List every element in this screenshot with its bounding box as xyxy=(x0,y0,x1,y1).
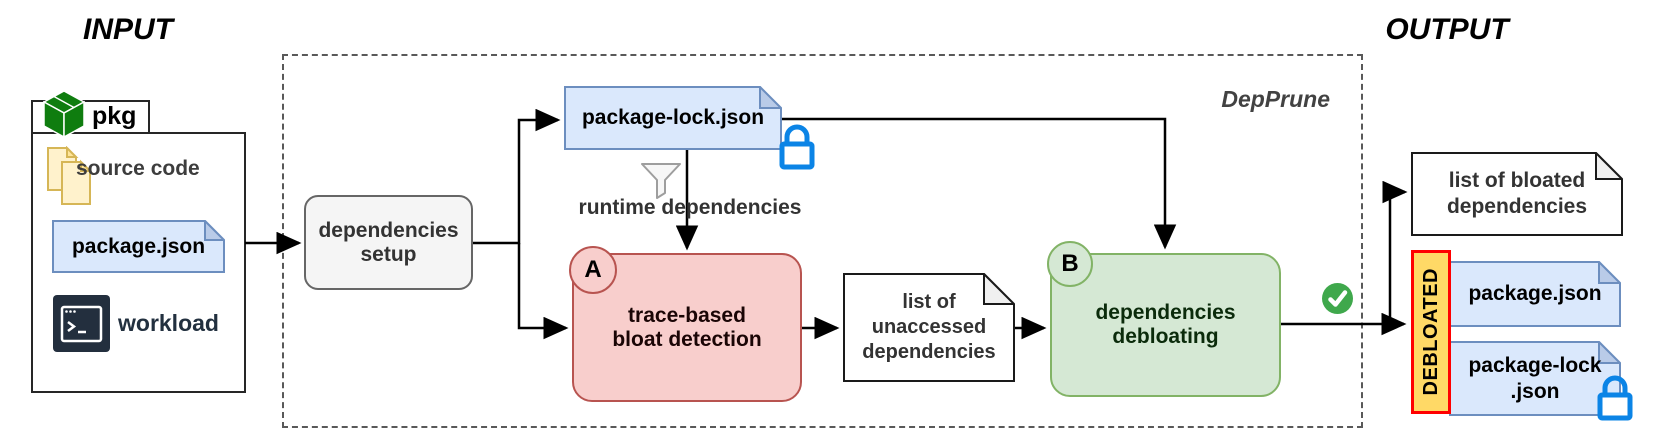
lock-icon xyxy=(779,124,815,170)
package-lock-label: package-lock.json xyxy=(581,106,765,129)
workload-label: workload xyxy=(118,310,219,336)
bloated-dependencies-doc: list of bloated dependencies xyxy=(1411,152,1623,236)
package-cube-icon xyxy=(43,90,85,138)
debloated-banner-label: DEBLOATED xyxy=(1419,268,1442,396)
dependencies-setup-label: dependencies setup xyxy=(318,218,459,266)
blue-file-icon xyxy=(1449,261,1621,327)
debloated-banner: DEBLOATED xyxy=(1411,250,1451,414)
unaccessed-dependencies-doc: list of unaccessed dependencies xyxy=(843,273,1015,382)
blue-file-icon xyxy=(564,86,782,150)
pkg-tab-label: pkg xyxy=(92,102,137,130)
dependencies-setup-node: dependencies setup xyxy=(304,195,473,290)
input-package-json-label: package.json xyxy=(71,234,206,258)
blue-file-icon xyxy=(1449,341,1621,416)
output-title: OUTPUT xyxy=(1385,13,1509,46)
source-code-label: source code xyxy=(76,157,200,180)
trace-bloat-detection-label: trace-based bloat detection xyxy=(612,303,762,351)
package-lock-file: package-lock.json xyxy=(564,86,782,150)
step-a-badge: A xyxy=(569,246,617,294)
stacked-documents-icon xyxy=(47,146,92,205)
document-icon xyxy=(843,273,1015,382)
arrow-debloat-to-bloated-doc xyxy=(1382,180,1408,324)
depprune-label: DepPrune xyxy=(1221,86,1330,112)
input-package-json-file: package.json xyxy=(52,220,225,273)
dependencies-debloating-label: dependencies debloating xyxy=(1095,301,1236,348)
output-package-json-label: package.json xyxy=(1468,282,1602,305)
output-package-lock-file: package-lock .json xyxy=(1449,341,1621,416)
filter-funnel-icon xyxy=(641,163,681,199)
runtime-dependencies-label: runtime dependencies xyxy=(578,196,802,219)
terminal-icon xyxy=(53,295,110,352)
output-package-json-file: package.json xyxy=(1449,261,1621,327)
checkmark-icon xyxy=(1322,283,1353,314)
output-package-lock-label: package-lock .json xyxy=(1468,354,1602,403)
blue-file-icon xyxy=(52,220,225,273)
document-icon xyxy=(1411,152,1623,236)
step-b-badge: B xyxy=(1047,241,1093,287)
bloated-dependencies-label: list of bloated dependencies xyxy=(1446,168,1588,218)
unaccessed-dependencies-label: list of unaccessed dependencies xyxy=(862,291,996,363)
input-title: INPUT xyxy=(83,13,173,46)
lock-icon xyxy=(1597,375,1633,421)
